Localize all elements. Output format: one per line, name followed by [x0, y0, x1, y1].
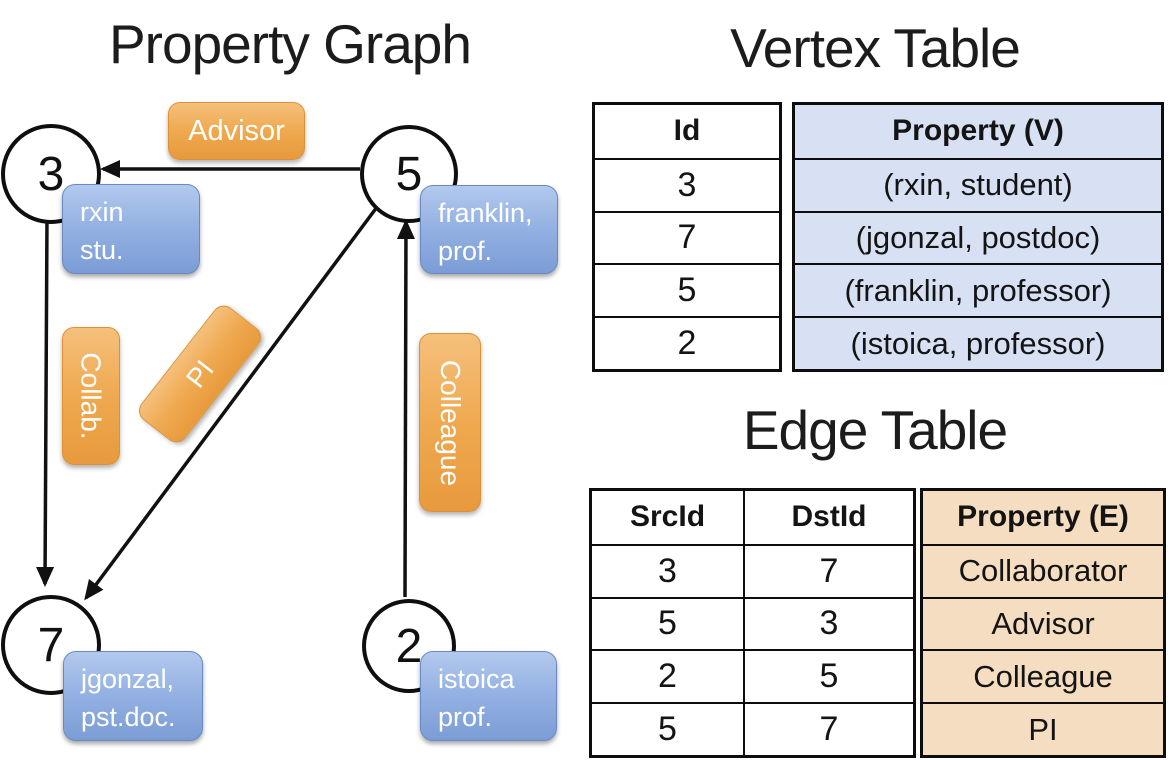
vertex-label-rxin: rxin stu.	[62, 184, 200, 274]
edge-table-dstid-cell: 3	[743, 596, 913, 650]
edge-table-property-cell: Colleague	[923, 649, 1163, 702]
edge-table-srcid-cell: 5	[592, 596, 743, 650]
vertex-label-istoica-line2: prof.	[438, 702, 493, 733]
edge-label-advisor: Advisor	[168, 102, 305, 160]
edge-colleague-2-to-5	[396, 219, 415, 598]
edge-label-collab-text: Collab.	[76, 352, 108, 440]
vertex-table-property-column: Property (V) (rxin, student) (jgonzal, p…	[792, 102, 1164, 372]
edge-pi-5-to-7	[84, 205, 379, 601]
edge-table-title: Edge Table	[742, 399, 1008, 461]
edge-collaborator-3-to-7	[36, 216, 55, 587]
edge-label-colleague-text: Colleague	[435, 359, 467, 486]
vertex-node-3-id: 3	[37, 147, 65, 201]
edge-table-srcid-cell: 2	[592, 649, 743, 702]
edge-table-dstid-header: DstId	[743, 491, 913, 544]
vertex-label-franklin-line2: prof.	[438, 236, 493, 267]
vertex-node-7-id: 7	[37, 618, 65, 672]
vertex-node-2-id: 2	[395, 619, 423, 673]
edge-label-collab: Collab.	[62, 327, 120, 465]
vertex-label-franklin-line1: franklin,	[438, 198, 533, 228]
vertex-label-rxin-line1: rxin	[80, 197, 124, 227]
edge-table-dstid-cell: 5	[743, 649, 913, 703]
vertex-table-id-row: 3	[595, 157, 779, 211]
vertex-label-rxin-line2: stu.	[80, 235, 124, 266]
vertex-label-istoica: istoica prof.	[420, 651, 557, 741]
vertex-table-property-row: (istoica, professor)	[795, 316, 1161, 369]
vertex-table-property-row: (jgonzal, postdoc)	[795, 210, 1161, 264]
edge-table-dstid-cell: 7	[743, 702, 913, 755]
vertex-node-2: 2	[362, 599, 456, 693]
vertex-table-id-row: 5	[595, 263, 779, 316]
property-graph-title: Property Graph	[108, 13, 472, 75]
vertex-table-property-row: (rxin, student)	[795, 157, 1161, 211]
edge-label-colleague: Colleague	[419, 333, 481, 512]
vertex-label-jgonzal-line2: pst.doc.	[81, 702, 176, 733]
vertex-node-5-id: 5	[395, 147, 423, 201]
vertex-table-id-row: 7	[595, 210, 779, 264]
graph-edges-canvas	[36, 160, 415, 601]
vertex-table-id-header: Id	[673, 114, 701, 148]
vertex-table-id-row: 2	[595, 316, 779, 369]
edge-label-advisor-text: Advisor	[188, 114, 285, 147]
vertex-label-franklin: franklin, prof.	[420, 185, 558, 274]
vertex-label-jgonzal: jgonzal, pst.doc.	[63, 651, 203, 741]
edge-table-srcid-cell: 3	[592, 543, 743, 597]
edge-table-property-column: Property (E) Collaborator Advisor Collea…	[920, 488, 1166, 758]
edge-table-property-cell: PI	[923, 702, 1163, 755]
edge-table-dstid-cell: 7	[743, 543, 913, 597]
vertex-table-title: Vertex Table	[730, 17, 1021, 79]
vertex-label-jgonzal-line1: jgonzal,	[81, 664, 175, 694]
edge-label-pi-text: PI	[179, 354, 220, 393]
vertex-table-id-column: Id 3 7 5 2	[592, 102, 782, 372]
edge-table-srcid-header: SrcId	[629, 500, 706, 534]
edge-table-srcid-cell: 5	[592, 702, 743, 755]
vertex-table-property-row: (franklin, professor)	[795, 263, 1161, 316]
vertex-table-property-header: Property (V)	[892, 114, 1064, 148]
edge-table-property-cell: Advisor	[923, 596, 1163, 650]
edge-table-property-cell: Collaborator	[923, 543, 1163, 597]
edge-table-id-columns: SrcId DstId 3 7 5 3 2 5 5 7	[589, 488, 916, 758]
edge-table-property-header: Property (E)	[957, 500, 1129, 534]
vertex-label-istoica-line1: istoica	[438, 664, 515, 694]
